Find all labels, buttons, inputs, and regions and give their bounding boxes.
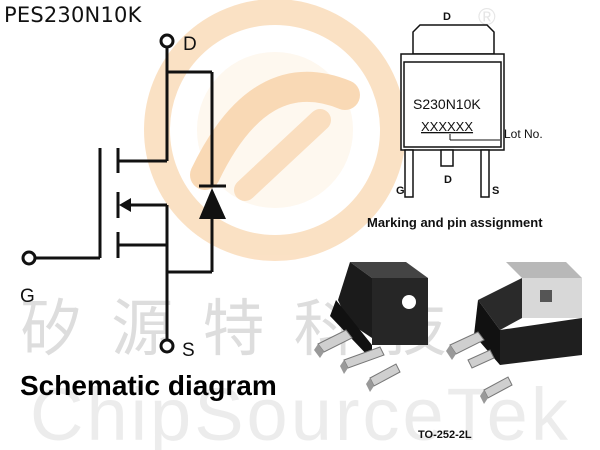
source-label: S: [182, 340, 195, 361]
package-caption: TO-252-2L: [418, 429, 472, 441]
lot-code: XXXXXX: [421, 119, 473, 134]
package-inner-outline: [403, 61, 502, 148]
marking-text: S230N10K: [413, 96, 481, 112]
package-front-view: [314, 262, 428, 392]
diode-symbol: [199, 188, 226, 219]
watermark-english: ChipSourceTek: [30, 373, 571, 450]
pin-source: [480, 149, 490, 198]
lot-label: Lot No.: [504, 127, 543, 141]
body-arrow: [119, 198, 131, 212]
package-photos: [314, 262, 582, 404]
part-number: PES230N10K: [4, 3, 142, 27]
gate-terminal: [21, 250, 37, 266]
marking-caption: Marking and pin assignment: [367, 215, 543, 230]
drain-terminal: [159, 33, 175, 49]
gate-label: G: [20, 286, 35, 307]
package-back-view: [446, 262, 582, 404]
pin-label-d: D: [444, 174, 452, 186]
package-tab: [412, 24, 495, 55]
watermark-logo: [144, 0, 406, 261]
drain-label: D: [183, 34, 197, 55]
mosfet-schematic: D G S: [20, 33, 226, 361]
marking-drawing: D S230N10K XXXXXX Lot No. G D S: [396, 11, 543, 198]
pin-label-g: G: [396, 185, 405, 197]
package-marking-dot: [402, 295, 416, 309]
schematic-title: Schematic diagram: [20, 370, 277, 401]
pin-gate: [404, 149, 414, 198]
tab-drain-label: D: [443, 11, 451, 23]
pin-drain-stub: [440, 149, 454, 167]
pin-label-s: S: [492, 185, 499, 197]
source-terminal: [159, 338, 175, 354]
